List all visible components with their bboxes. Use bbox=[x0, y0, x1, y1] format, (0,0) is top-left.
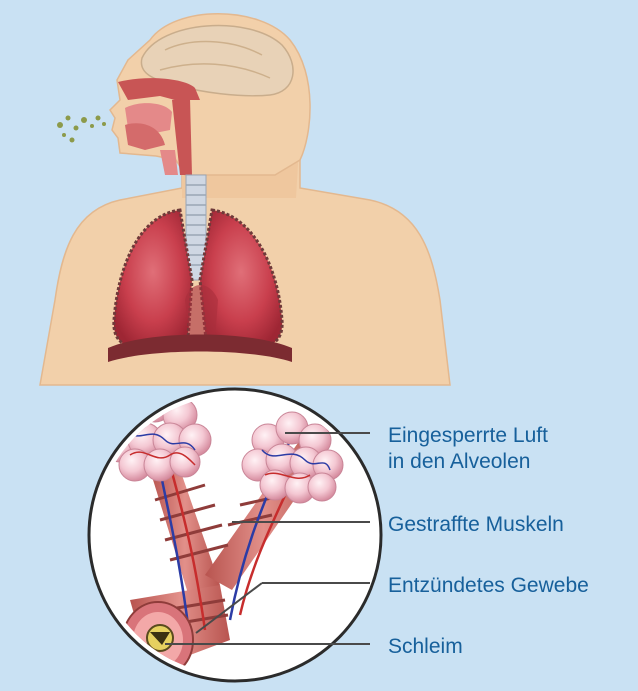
label-mucus: Schleim bbox=[388, 634, 463, 660]
human-head bbox=[110, 14, 310, 175]
label-inflamed-tissue: Entzündetes Gewebe bbox=[388, 573, 589, 599]
label-trapped-air: Eingesperrte Luft in den Alveolen bbox=[388, 423, 548, 475]
exhaled-air-particles bbox=[57, 116, 106, 143]
label-trapped-air-line1: Eingesperrte Luft bbox=[388, 423, 548, 449]
label-tightened-muscles: Gestraffte Muskeln bbox=[388, 512, 564, 538]
bronchiole-closeup bbox=[89, 388, 381, 681]
label-trapped-air-line2: in den Alveolen bbox=[388, 449, 548, 475]
